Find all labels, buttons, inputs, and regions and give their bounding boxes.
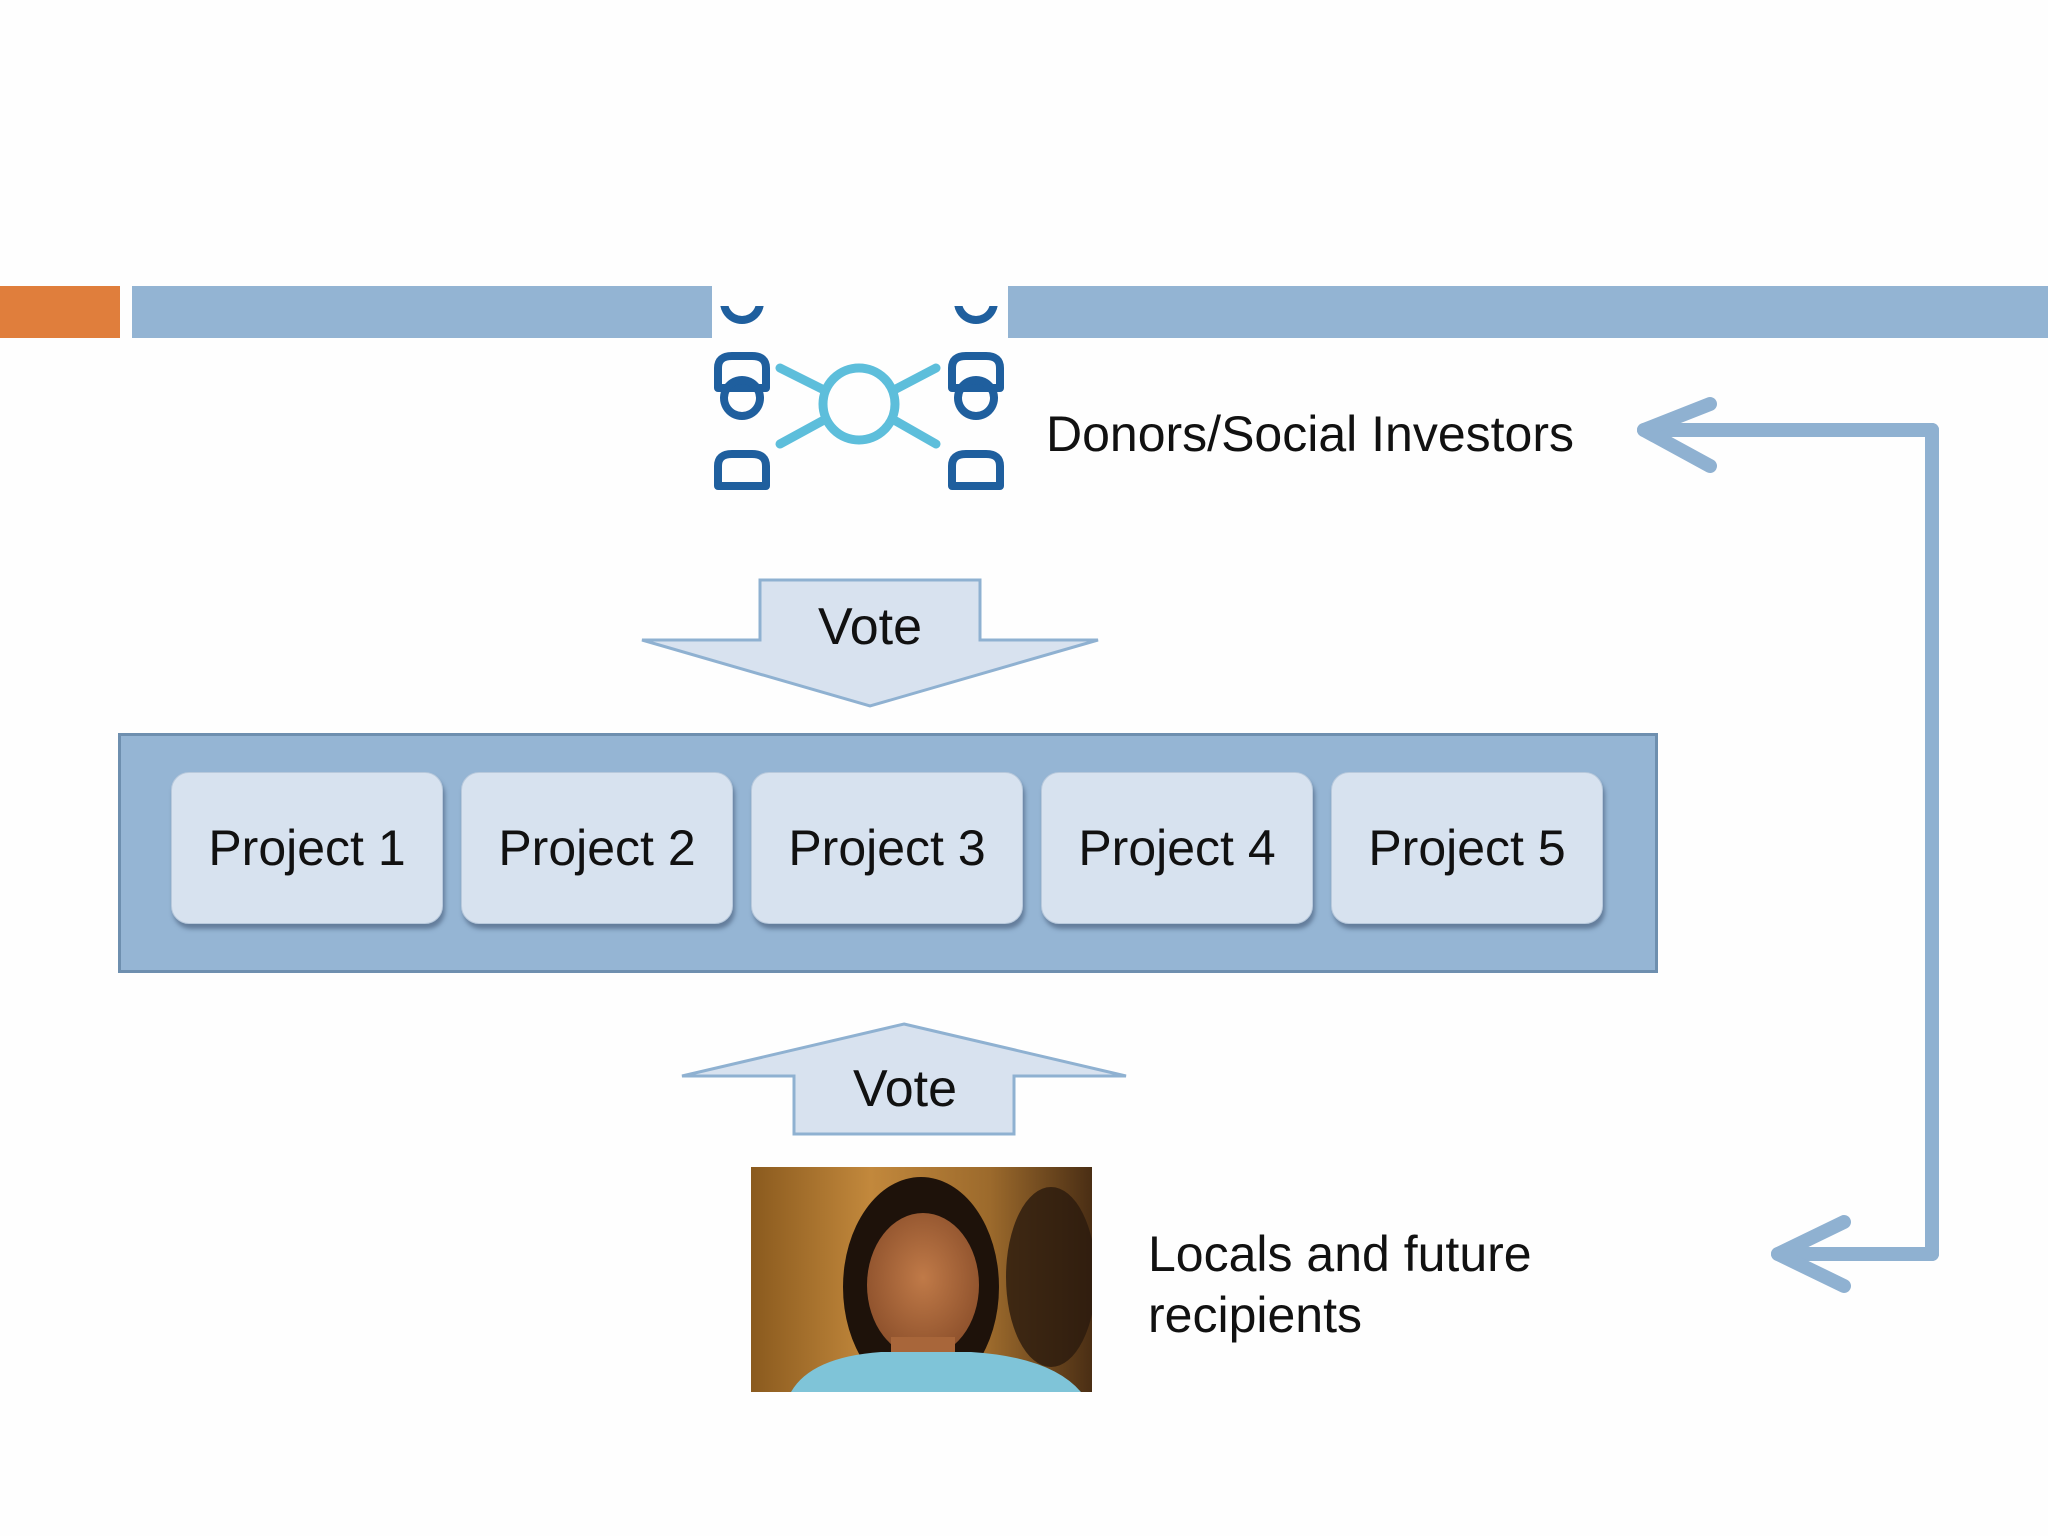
vote-down-label: Vote [817, 598, 923, 656]
donors-label: Donors/Social Investors [1046, 406, 1575, 462]
project-box-3: Project 3 [751, 772, 1023, 924]
projects-panel: Project 1 Project 2 Project 3 Project 4 … [118, 733, 1658, 973]
local-recipient-photo [751, 1167, 1092, 1392]
feedback-arrow [1637, 397, 1939, 1293]
accent-bar [0, 286, 120, 338]
vote-up-arrow [681, 1022, 1127, 1136]
locals-label: Locals and future recipients [1148, 1226, 1532, 1343]
title-bar-left [132, 286, 712, 338]
users-network-icon [714, 306, 1004, 490]
project-box-2: Project 2 [461, 772, 733, 924]
vote-down-arrow [641, 578, 1099, 708]
project-box-5: Project 5 [1331, 772, 1603, 924]
title-bar-right [1008, 286, 2048, 338]
project-box-4: Project 4 [1041, 772, 1313, 924]
vote-up-label: Vote [852, 1060, 958, 1118]
project-box-1: Project 1 [171, 772, 443, 924]
